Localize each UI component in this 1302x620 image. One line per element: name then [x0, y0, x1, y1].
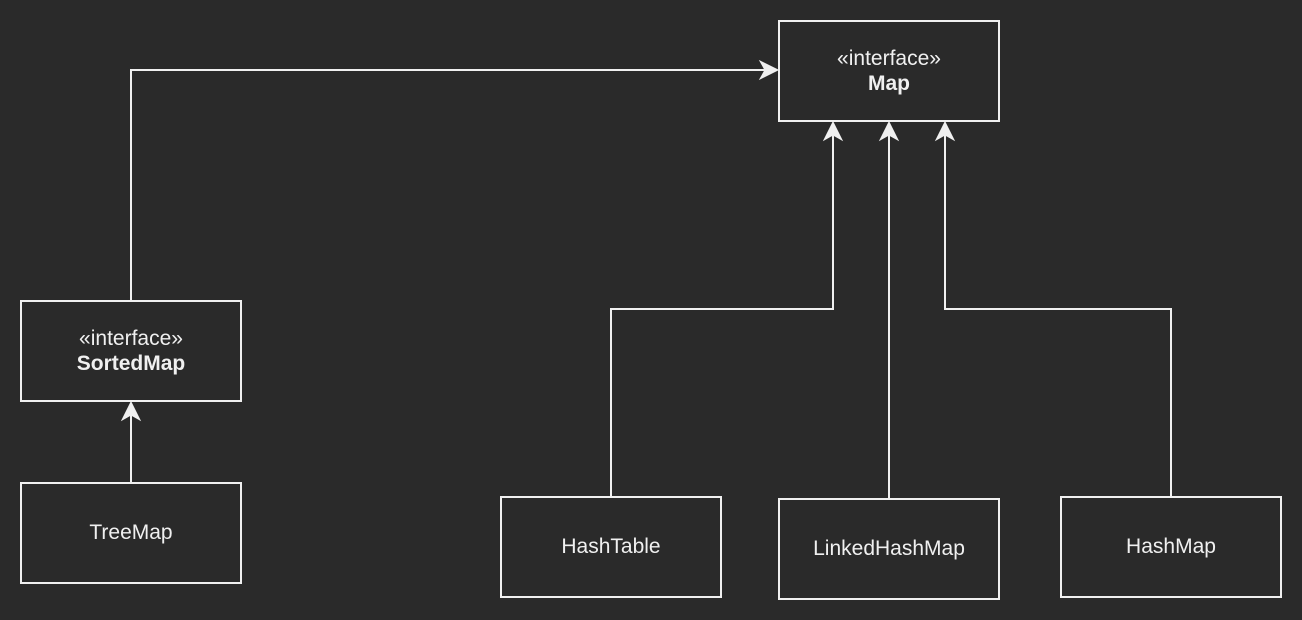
treemap-class-node[interactable]: TreeMap	[20, 482, 242, 584]
arrowhead-into-map-hashtable	[822, 120, 844, 142]
linkedhashmap-class-node[interactable]: LinkedHashMap	[778, 498, 1000, 600]
hashmap-name: HashMap	[1126, 535, 1216, 559]
map-stereotype: «interface»	[837, 46, 941, 70]
edge-sortedmap-to-map	[130, 69, 766, 300]
treemap-name: TreeMap	[89, 521, 173, 545]
hashmap-class-node[interactable]: HashMap	[1060, 496, 1282, 598]
linkedhashmap-name: LinkedHashMap	[813, 537, 965, 561]
arrowhead-into-map-left	[758, 59, 780, 81]
sortedmap-stereotype: «interface»	[79, 326, 183, 350]
arrowhead-into-map-linkedhashmap	[878, 120, 900, 142]
sortedmap-interface-node[interactable]: «interface» SortedMap	[20, 300, 242, 402]
hashtable-class-node[interactable]: HashTable	[500, 496, 722, 598]
arrowhead-into-map-hashmap	[934, 120, 956, 142]
map-interface-node[interactable]: «interface» Map	[778, 20, 1000, 122]
edge-hashtable-to-map	[610, 134, 834, 496]
arrowhead-into-sortedmap	[120, 400, 142, 422]
hashtable-name: HashTable	[561, 535, 661, 559]
map-name: Map	[868, 72, 910, 95]
edge-hashmap-to-map	[944, 134, 1172, 496]
sortedmap-name: SortedMap	[76, 352, 186, 375]
